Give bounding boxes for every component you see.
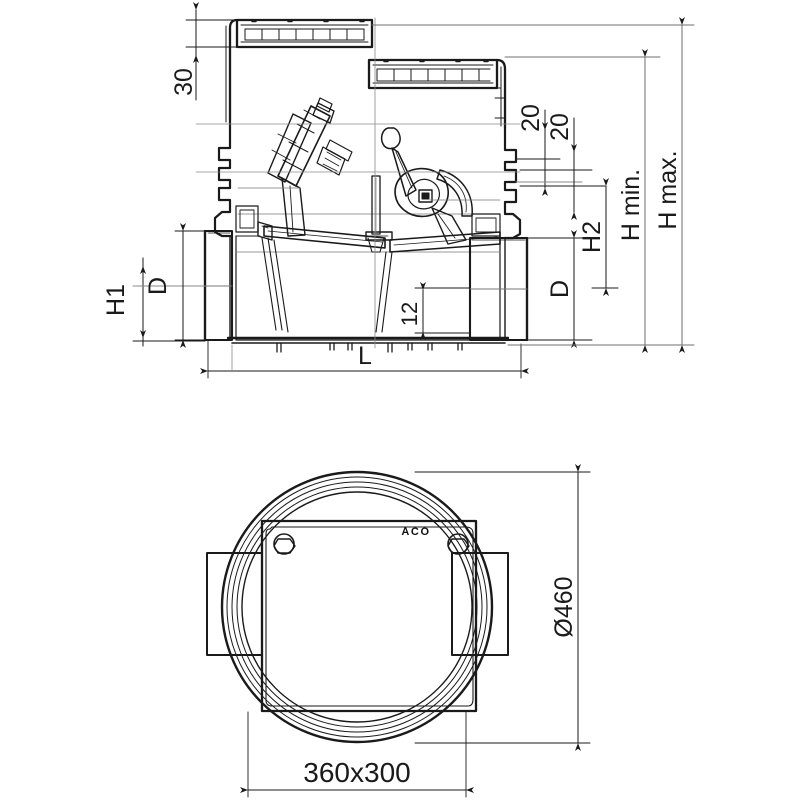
- plan-right-tab: [451, 552, 509, 656]
- dimension-30: [185, 2, 251, 101]
- plan-left-tab: [206, 552, 263, 656]
- plan-bolt-hole-left: [273, 533, 296, 555]
- plan-view: ACO: [206, 470, 509, 744]
- dimension-D-left: [174, 223, 206, 348]
- label-D-right: D: [546, 280, 574, 298]
- left-pipe-stub: [203, 229, 234, 342]
- dimension-360x300: [240, 711, 474, 798]
- label-H2: H2: [578, 221, 606, 253]
- elevation-dimensions: [132, 2, 695, 379]
- label-30: 30: [170, 68, 198, 96]
- main-housing-body: [213, 118, 522, 353]
- label-H1: H1: [102, 284, 130, 316]
- dimension-H2: [591, 178, 619, 296]
- label-360x300: 360x300: [303, 757, 410, 788]
- backflow-valve-mechanism: [235, 97, 501, 333]
- label-12: 12: [397, 302, 422, 326]
- dimension-D-right: [526, 230, 593, 348]
- dimension-L: [200, 339, 529, 379]
- elevation-centerlines: [195, 17, 521, 349]
- plan-outer-rings: [220, 470, 494, 744]
- dimension-20-b: [519, 117, 606, 220]
- dimension-H-max: [371, 17, 695, 353]
- label-D-left: D: [144, 277, 172, 295]
- dimension-20-a: [515, 109, 583, 196]
- label-diameter-460: Ø460: [550, 576, 578, 637]
- label-H-max: H max.: [654, 150, 682, 229]
- aco-logo-text: ACO: [401, 526, 430, 538]
- label-H-min: H min.: [617, 169, 645, 241]
- dimension-H-min: [504, 49, 661, 353]
- dimension-diameter-460: [414, 464, 591, 751]
- label-20-a: 20: [517, 104, 545, 132]
- plan-bolt-hole-right: [447, 533, 470, 555]
- plan-cover-plate: [260, 519, 478, 713]
- elevation-view: [195, 17, 529, 353]
- label-L: L: [358, 342, 372, 370]
- right-pipe-stub: [468, 236, 529, 342]
- plan-dimensions: [240, 464, 591, 798]
- upper-left-cover: [225, 18, 374, 123]
- dimension-labels: 30 H1 D L 12 20 20 D H2 H min. H max. Ø4…: [102, 68, 682, 788]
- label-20-b: 20: [546, 113, 574, 141]
- upper-right-cover: [367, 58, 507, 130]
- dimension-12: [414, 282, 471, 340]
- dimension-H1: [132, 257, 206, 347]
